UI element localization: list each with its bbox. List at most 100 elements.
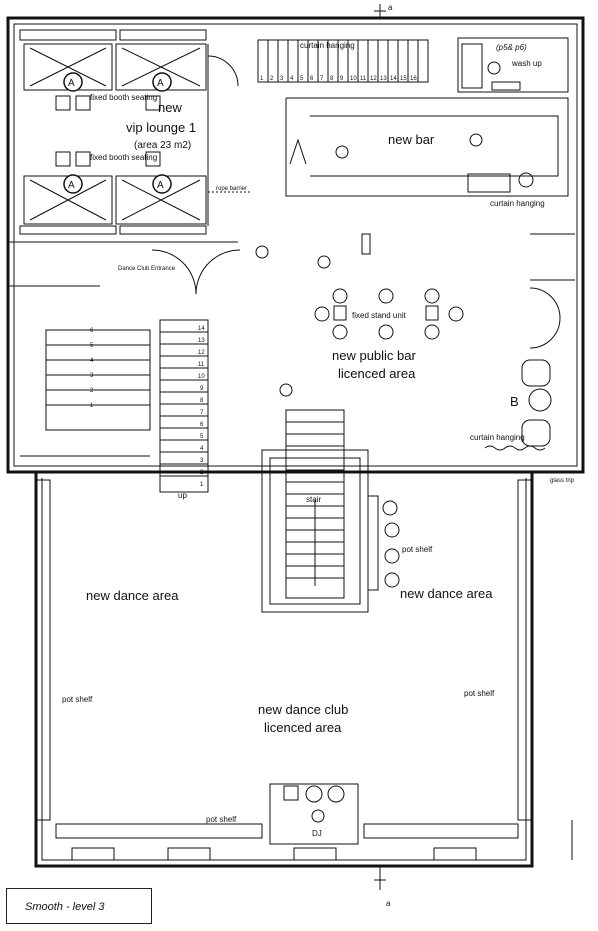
- booth-marker-4: A: [157, 180, 164, 191]
- top-stair-step-1: 1: [260, 76, 264, 82]
- dance-area-left-label: new dance area: [86, 588, 179, 603]
- stool-2: [75, 95, 91, 111]
- section-mark-bottom-label: a: [386, 899, 391, 908]
- mid-stair-step-14: 14: [198, 326, 205, 332]
- person-bar-1: [335, 145, 349, 159]
- dance-area-right-label: new dance area: [400, 586, 493, 601]
- top-stair-step-9: 9: [340, 76, 344, 82]
- vip-door-swing: [207, 55, 239, 87]
- booth-marker-2: A: [157, 78, 164, 89]
- pot-shelf-right-label: pot shelf: [464, 689, 495, 698]
- top-stair-step-10: 10: [350, 76, 357, 82]
- pot-shelf-left-label: pot shelf: [62, 695, 93, 704]
- mid-stair-step-5: 5: [200, 434, 204, 440]
- dance-club-label-2: licenced area: [264, 720, 342, 735]
- entrance-door-right: [195, 249, 241, 295]
- left-stair-step-6: 6: [90, 328, 94, 334]
- top-stair-step-7: 7: [320, 76, 324, 82]
- top-stair-step-12: 12: [370, 76, 377, 82]
- fixed-stand-unit-tables: [314, 288, 464, 340]
- booth-markers: [63, 72, 172, 194]
- stool-6: [145, 151, 161, 167]
- top-stair-step-5: 5: [300, 76, 304, 82]
- dance-club-label-1: new dance club: [258, 702, 348, 717]
- public-bar-label-1: new public bar: [332, 348, 416, 363]
- b-marker-label: B: [510, 394, 519, 409]
- top-stair: [257, 39, 429, 83]
- mid-stair-step-3: 3: [200, 458, 204, 464]
- title-block: Smooth - level 3: [6, 888, 152, 924]
- window-4: [119, 225, 207, 235]
- left-stair-step-2: 2: [90, 388, 94, 394]
- title-block-label: Smooth - level 3: [25, 901, 105, 913]
- pot-shelf-stools: [382, 500, 400, 588]
- mid-stair-step-8: 8: [200, 398, 204, 404]
- left-stair-step-5: 5: [90, 343, 94, 349]
- top-stair-step-16: 16: [410, 76, 417, 82]
- glass-trip-label: glass trip: [550, 478, 575, 484]
- mid-stair-step-2: 2: [200, 470, 204, 476]
- person-public-3: [279, 383, 293, 397]
- entrance-door-left: [151, 249, 197, 295]
- vip-lounge-name: vip lounge 1: [126, 120, 196, 135]
- stool-5: [75, 151, 91, 167]
- upper-outer-wall: [6, 16, 585, 474]
- left-stair-step-1: 1: [90, 403, 94, 409]
- section-mark-top-label: a: [388, 3, 393, 12]
- mid-stair-step-13: 13: [198, 338, 205, 344]
- stool-3: [145, 95, 161, 111]
- section-mark-top: [374, 4, 386, 18]
- wash-up-ref: (p5& p6): [496, 43, 527, 52]
- pot-shelf-center-label: pot shelf: [402, 545, 433, 554]
- booth-marker-3: A: [68, 180, 75, 191]
- new-bar-label: new bar: [388, 132, 435, 147]
- curtain-top-label: curtain hanging: [300, 41, 355, 50]
- section-mark-bottom: [374, 866, 386, 890]
- mid-stair-up-label: up: [178, 491, 187, 500]
- top-stair-step-6: 6: [310, 76, 314, 82]
- top-stair-step-8: 8: [330, 76, 334, 82]
- mid-stair-step-1: 1: [200, 482, 204, 488]
- dance-club-entrance-label: Dance Club Entrance: [118, 266, 176, 272]
- stool-4: [55, 151, 71, 167]
- person-public-2: [317, 255, 331, 269]
- dj-booth: [269, 783, 359, 845]
- lower-inner-wall: [41, 478, 527, 861]
- wash-up-area: [457, 37, 569, 93]
- bar-counter: [285, 97, 569, 197]
- vip-lounge-new-label: new: [158, 100, 182, 115]
- central-stair-label: stair: [306, 495, 321, 504]
- pot-shelf-bottom-label: pot shelf: [206, 815, 237, 824]
- mid-stair-step-12: 12: [198, 350, 205, 356]
- stool-1: [55, 95, 71, 111]
- vip-lounge-area: (area 23 m2): [134, 140, 191, 151]
- fixed-stand-unit-label: fixed stand unit: [352, 311, 407, 320]
- curtain-bar-label: curtain hanging: [490, 199, 545, 208]
- window-1: [19, 29, 117, 41]
- top-stair-step-2: 2: [270, 76, 274, 82]
- top-stair-step-15: 15: [400, 76, 407, 82]
- top-stair-step-13: 13: [380, 76, 387, 82]
- wash-up-label: wash up: [511, 59, 542, 68]
- person-public-1: [255, 245, 269, 259]
- left-stair: [8, 241, 241, 457]
- rope-barrier-label: rope barrier: [216, 186, 247, 192]
- top-stair-step-3: 3: [280, 76, 284, 82]
- mid-stair-step-11: 11: [198, 362, 205, 368]
- left-stair-step-3: 3: [90, 373, 94, 379]
- mid-stair: [159, 319, 209, 493]
- vip-lounge: [19, 29, 239, 235]
- mid-stair-step-7: 7: [200, 410, 204, 416]
- booth-seating-label-1: fixed booth seating: [90, 93, 157, 102]
- booth-marker-1: A: [68, 78, 75, 89]
- window-2: [119, 29, 207, 41]
- top-stair-step-4: 4: [290, 76, 294, 82]
- top-stair-step-11: 11: [360, 76, 367, 82]
- mid-stair-step-6: 6: [200, 422, 204, 428]
- outer-walls: [6, 16, 585, 868]
- mid-stair-step-4: 4: [200, 446, 204, 452]
- column-fixture: [361, 233, 371, 255]
- upper-inner-wall: [13, 23, 578, 467]
- top-stair-step-14: 14: [390, 76, 397, 82]
